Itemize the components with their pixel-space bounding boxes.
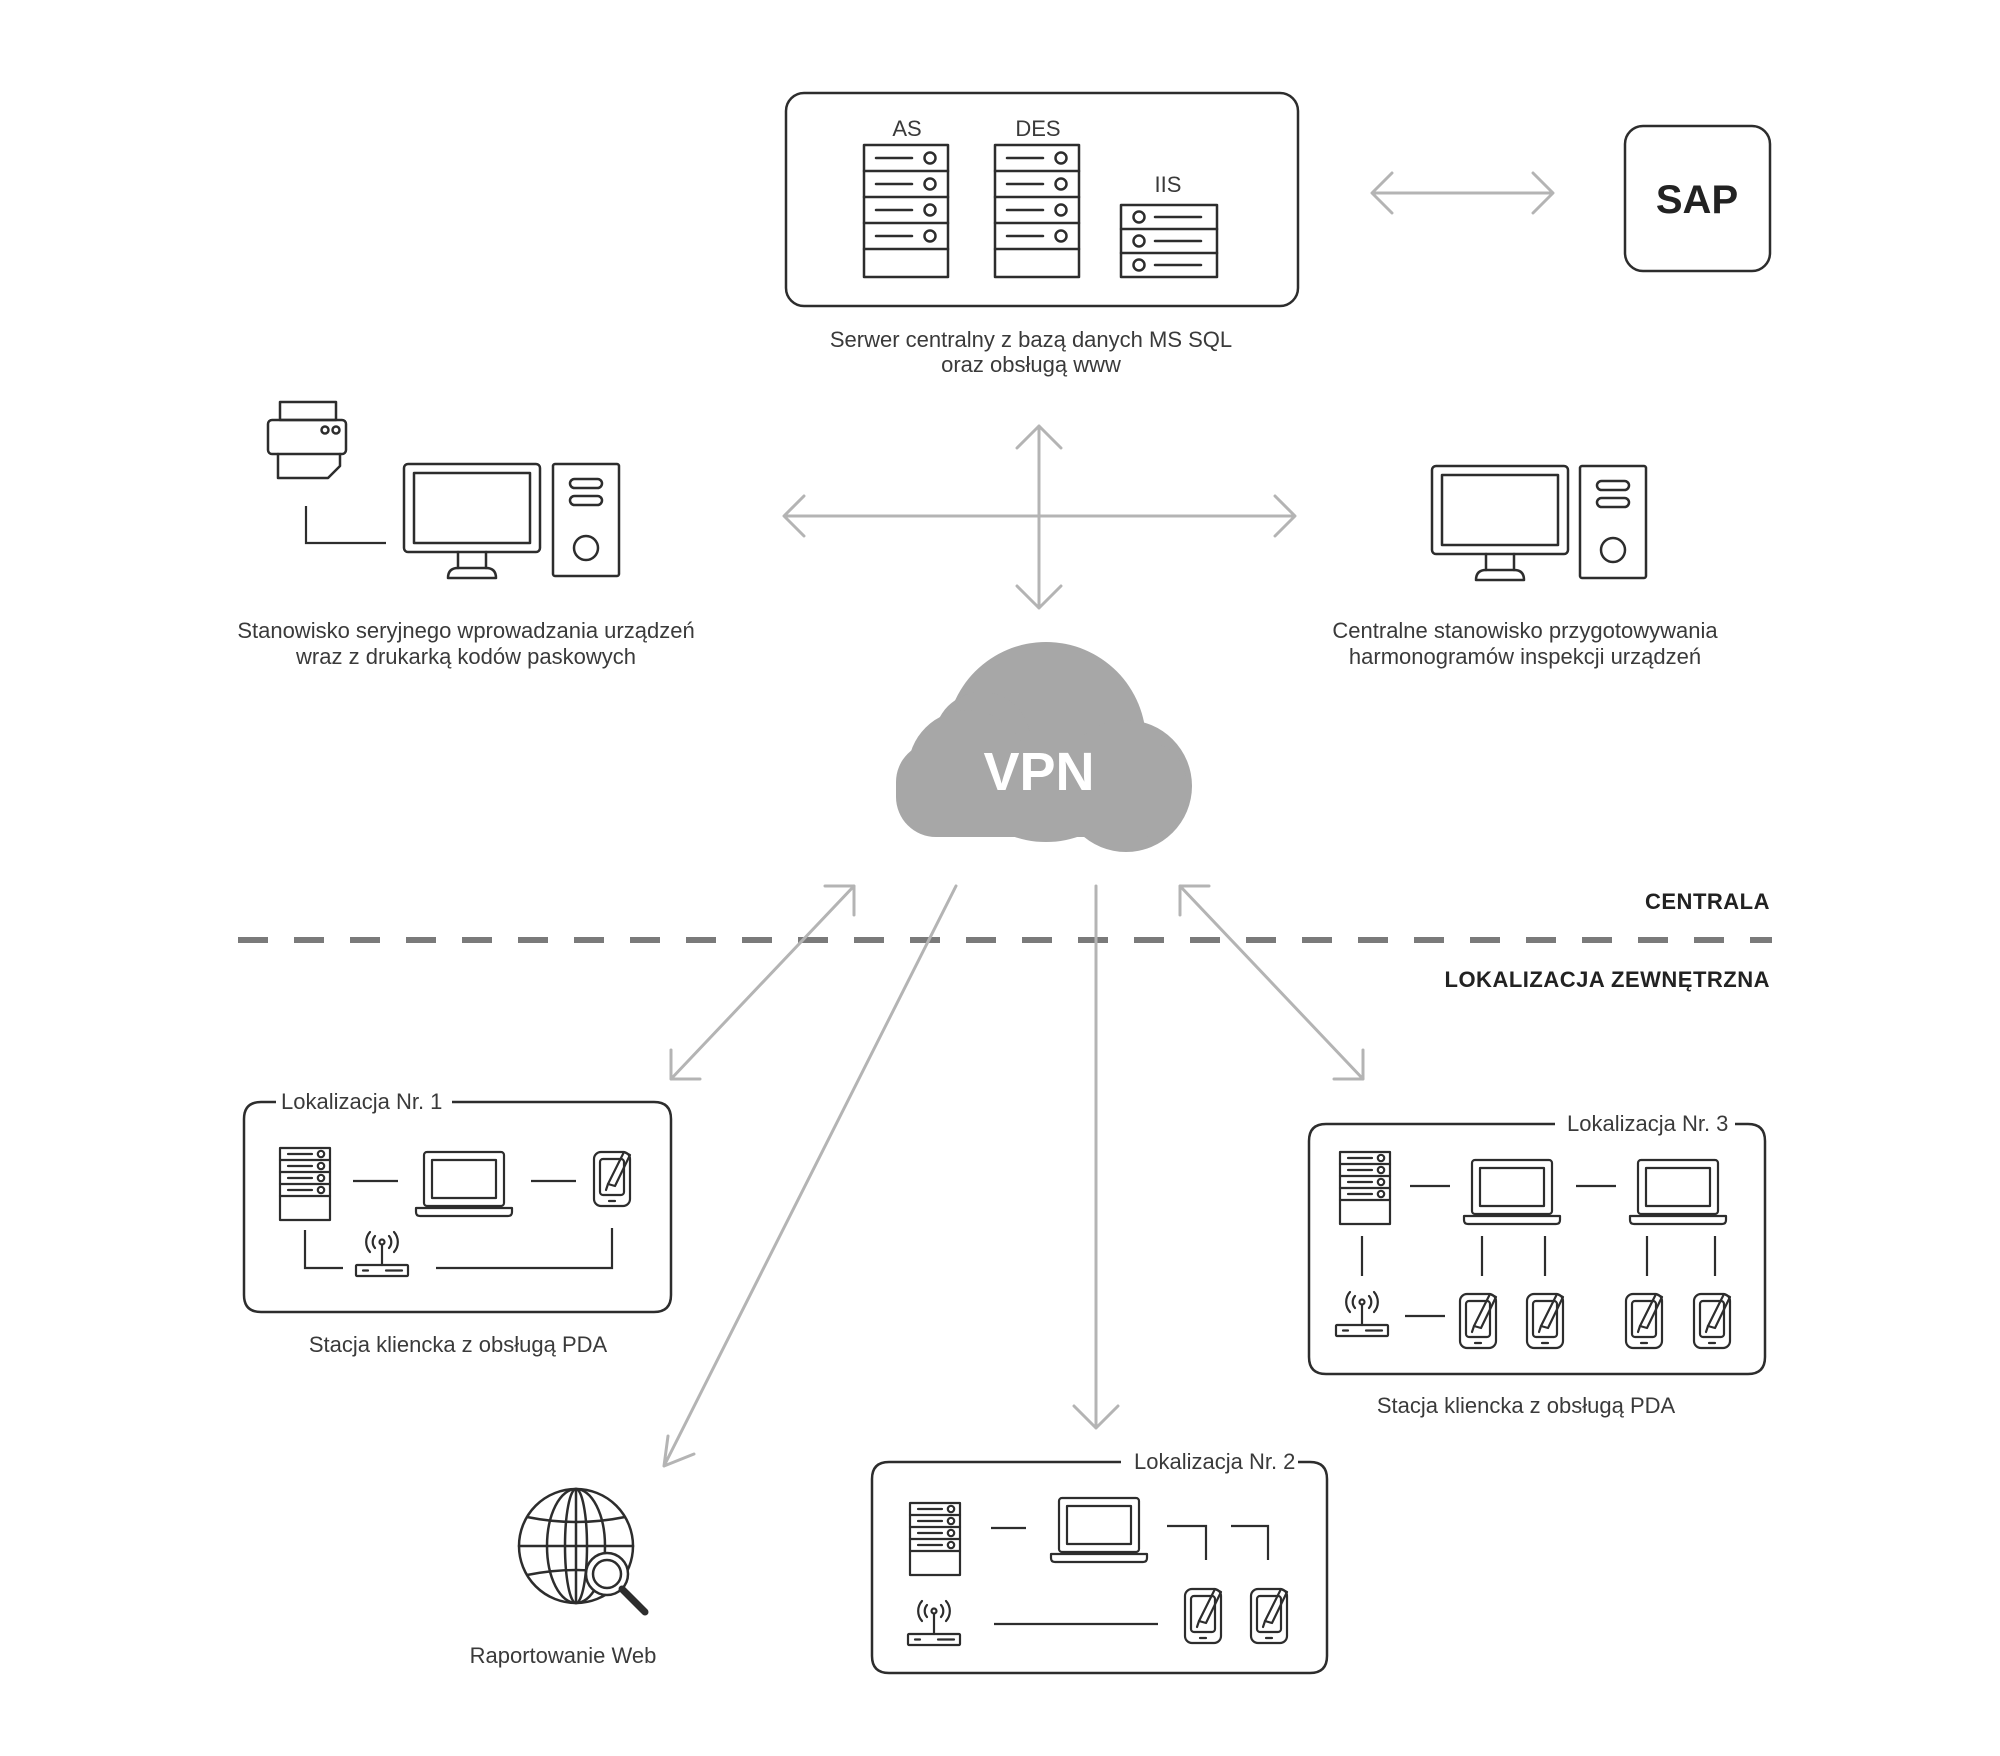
- vpn-connection-arrows: [662, 884, 1365, 1468]
- location2-title: Lokalizacja Nr. 2: [1134, 1449, 1295, 1474]
- central-server-box: [784, 91, 1300, 308]
- serial-station-tower-icon: [551, 462, 621, 578]
- vpn-cloud-icon: [896, 642, 1192, 852]
- sap-box: [1623, 124, 1772, 273]
- arrow-to-location1: [669, 884, 856, 1081]
- location3-laptop-2-icon: [1628, 1158, 1728, 1226]
- zone-label-centrala: CENTRALA: [1645, 889, 1770, 914]
- sap-connection-arrow: [1370, 171, 1555, 215]
- location2-pda-1-icon: [1183, 1587, 1223, 1645]
- central-station-group: Centralne stanowisko przygotowywania har…: [1332, 464, 1718, 669]
- central-server-caption-1: Serwer centralny z bazą danych MS SQL: [830, 327, 1232, 352]
- serial-station-caption-1: Stanowisko seryjnego wprowadzania urządz…: [237, 618, 694, 643]
- serial-station-monitor-icon: [402, 462, 542, 580]
- location3-pda-3-icon: [1624, 1292, 1664, 1350]
- printer-connection-line: [304, 506, 386, 545]
- location2-laptop-icon: [1049, 1496, 1149, 1564]
- four-way-arrow: [782, 424, 1297, 610]
- server-label-as: AS: [892, 116, 921, 141]
- serial-station-caption-2: wraz z drukarką kodów paskowych: [295, 644, 636, 669]
- location2-group: Lokalizacja Nr. 2: [870, 1449, 1329, 1675]
- globe-search-icon: [517, 1487, 649, 1616]
- location3-pda-2-icon: [1525, 1292, 1565, 1350]
- central-station-monitor-icon: [1430, 464, 1570, 582]
- location3-router-icon: [1334, 1290, 1390, 1338]
- sap-group: SAP: [1370, 124, 1772, 273]
- zone-label-lokalizacja-zewnetrzna: LOKALIZACJA ZEWNĘTRZNA: [1445, 967, 1771, 992]
- location3-box: [1307, 1122, 1767, 1376]
- location3-laptop-1-icon: [1462, 1158, 1562, 1226]
- vpn-label: VPN: [983, 742, 1094, 802]
- sap-label: SAP: [1656, 178, 1738, 222]
- location1-router-icon: [354, 1230, 410, 1278]
- location1-caption: Stacja kliencka z obsługą PDA: [309, 1332, 608, 1357]
- arrow-to-location2: [1072, 884, 1120, 1430]
- central-server-caption-2: oraz obsługą www: [941, 352, 1121, 377]
- central-server-group: AS DES IIS Serwer centralny z bazą danyc…: [784, 91, 1300, 377]
- location1-pda-icon: [592, 1150, 632, 1208]
- location2-router-icon: [906, 1599, 962, 1647]
- location2-pda-2-icon: [1249, 1587, 1289, 1645]
- location3-group: Lokalizacja Nr. 3 Stacja kliencka z obsł…: [1307, 1111, 1767, 1418]
- location3-pda-4-icon: [1692, 1292, 1732, 1350]
- server-rack-as-icon: [862, 143, 950, 279]
- serial-station-group: Stanowisko seryjnego wprowadzania urządz…: [237, 400, 695, 669]
- web-reporting-caption: Raportowanie Web: [470, 1643, 657, 1668]
- vpn-cloud-group: VPN: [896, 642, 1192, 852]
- location1-group: Lokalizacja Nr. 1 Stacja kliencka z obsł…: [242, 1089, 673, 1357]
- zone-divider: CENTRALA LOKALIZACJA ZEWNĘTRZNA: [238, 889, 1772, 992]
- central-station-caption-2: harmonogramów inspekcji urządzeń: [1349, 644, 1701, 669]
- location2-server-icon: [908, 1501, 962, 1577]
- location1-title: Lokalizacja Nr. 1: [281, 1089, 442, 1114]
- location1-server-icon: [278, 1146, 332, 1222]
- server-label-iis: IIS: [1155, 172, 1182, 197]
- location3-pda-1-icon: [1458, 1292, 1498, 1350]
- web-reporting-group: Raportowanie Web: [470, 1487, 657, 1668]
- printer-icon: [266, 400, 348, 480]
- location2-box: [870, 1460, 1329, 1675]
- central-station-tower-icon: [1578, 464, 1648, 580]
- arrow-to-web-reporting: [662, 884, 958, 1468]
- server-rack-iis-icon: [1119, 203, 1219, 279]
- server-label-des: DES: [1015, 116, 1060, 141]
- location3-server-icon: [1338, 1150, 1392, 1226]
- location3-title: Lokalizacja Nr. 3: [1567, 1111, 1728, 1136]
- location1-box: [242, 1100, 673, 1314]
- central-station-caption-1: Centralne stanowisko przygotowywania: [1332, 618, 1718, 643]
- location3-caption: Stacja kliencka z obsługą PDA: [1377, 1393, 1676, 1418]
- server-rack-des-icon: [993, 143, 1081, 279]
- arrow-to-location3: [1178, 884, 1365, 1081]
- location1-laptop-icon: [414, 1150, 514, 1218]
